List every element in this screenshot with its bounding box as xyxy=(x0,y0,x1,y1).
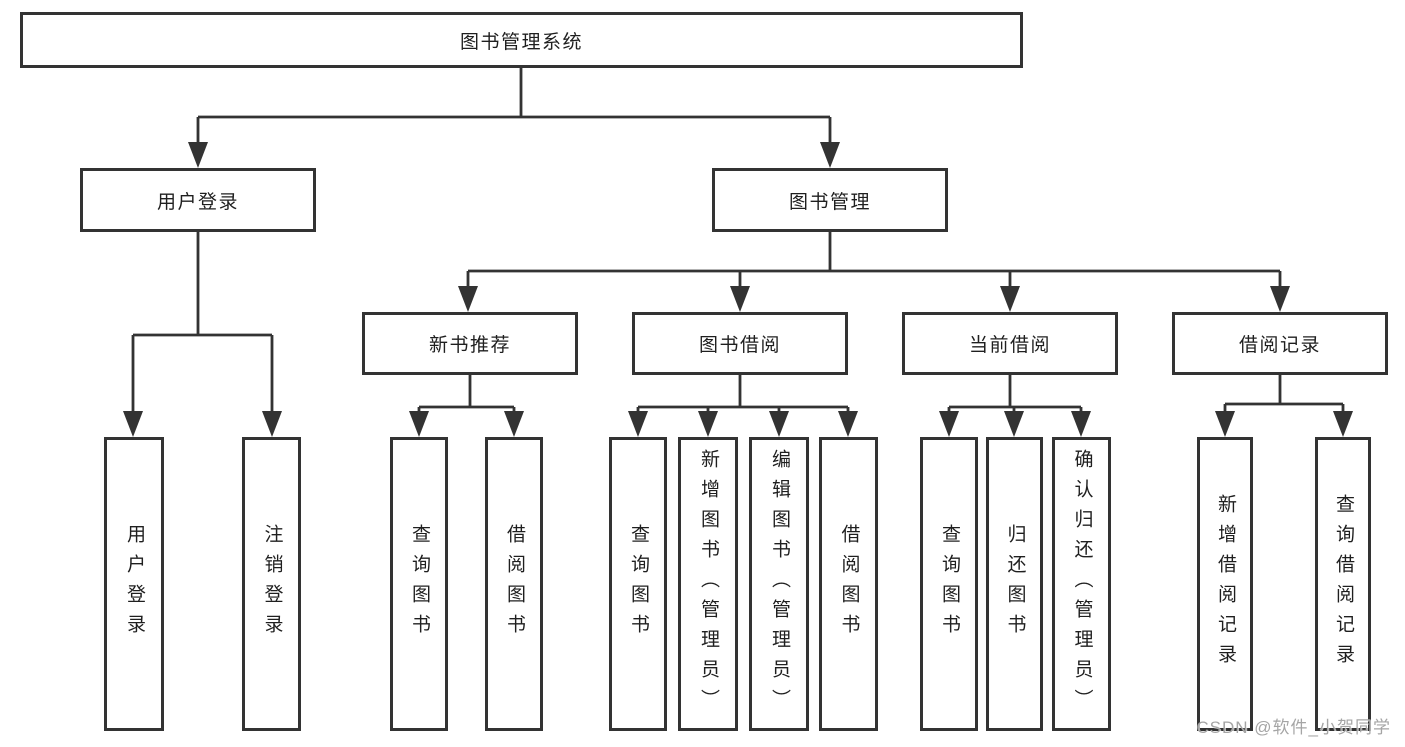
leaf-borrow-books-recommend-label: 借阅图书 xyxy=(503,524,525,644)
leaf-logout-label: 注销登录 xyxy=(261,524,283,644)
arrowhead-icon xyxy=(123,411,143,437)
leaf-borrow-books-label: 借阅图书 xyxy=(838,524,860,644)
leaf-query-books-recommend: 查询图书 xyxy=(390,437,448,731)
arrowhead-icon xyxy=(458,286,478,312)
arrowhead-icon xyxy=(1071,411,1091,437)
arrowhead-icon xyxy=(188,142,208,168)
arrowhead-icon xyxy=(1270,286,1290,312)
node-new-book-recommend: 新书推荐 xyxy=(362,312,578,375)
leaf-query-books-current-label: 查询图书 xyxy=(938,524,960,644)
arrowhead-icon xyxy=(820,142,840,168)
arrowhead-icon xyxy=(939,411,959,437)
leaf-add-borrow-record: 新增借阅记录 xyxy=(1197,437,1253,731)
leaf-query-books-borrowing: 查询图书 xyxy=(609,437,667,731)
arrowhead-icon xyxy=(504,411,524,437)
leaf-edit-books-admin: 编辑图书（管理员） xyxy=(749,437,809,731)
node-root-label: 图书管理系统 xyxy=(459,31,583,53)
leaf-query-borrow-record: 查询借阅记录 xyxy=(1315,437,1371,731)
leaf-borrow-books-recommend: 借阅图书 xyxy=(485,437,543,731)
arrowhead-icon xyxy=(409,411,429,437)
csdn-watermark: CSDN @软件_小贺同学 xyxy=(1196,718,1391,737)
arrowhead-icon xyxy=(769,411,789,437)
leaf-add-borrow-record-label: 新增借阅记录 xyxy=(1214,494,1236,674)
leaf-add-books-admin: 新增图书（管理员） xyxy=(678,437,738,731)
node-borrowing-records: 借阅记录 xyxy=(1172,312,1388,375)
leaf-return-books: 归还图书 xyxy=(986,437,1043,731)
leaf-user-login-label: 用户登录 xyxy=(123,524,145,644)
leaf-confirm-return-admin: 确认归还（管理员） xyxy=(1052,437,1111,731)
arrowhead-icon xyxy=(1333,411,1353,437)
leaf-return-books-label: 归还图书 xyxy=(1004,524,1026,644)
node-book-borrowing: 图书借阅 xyxy=(632,312,848,375)
arrowhead-icon xyxy=(1004,411,1024,437)
node-current-borrowing: 当前借阅 xyxy=(902,312,1118,375)
node-user-login: 用户登录 xyxy=(80,168,316,232)
arrowhead-icon xyxy=(262,411,282,437)
node-book-management: 图书管理 xyxy=(712,168,948,232)
node-book-borrowing-label: 图书借阅 xyxy=(698,335,781,356)
leaf-query-books-recommend-label: 查询图书 xyxy=(408,524,430,644)
node-current-borrowing-label: 当前借阅 xyxy=(968,335,1051,356)
leaf-confirm-return-admin-label: 确认归还（管理员） xyxy=(1071,449,1093,719)
leaf-logout: 注销登录 xyxy=(242,437,301,731)
leaf-query-books-current: 查询图书 xyxy=(920,437,978,731)
node-book-management-label: 图书管理 xyxy=(788,191,871,213)
arrowhead-icon xyxy=(838,411,858,437)
leaf-add-books-admin-label: 新增图书（管理员） xyxy=(697,449,719,719)
arrowhead-icon xyxy=(1000,286,1020,312)
node-user-login-label: 用户登录 xyxy=(156,191,239,213)
node-new-book-recommend-label: 新书推荐 xyxy=(428,335,511,356)
arrowhead-icon xyxy=(698,411,718,437)
node-root-system: 图书管理系统 xyxy=(20,12,1023,68)
arrowhead-icon xyxy=(1215,411,1235,437)
leaf-query-borrow-record-label: 查询借阅记录 xyxy=(1332,494,1354,674)
leaf-user-login: 用户登录 xyxy=(104,437,164,731)
arrowhead-icon xyxy=(730,286,750,312)
node-borrowing-records-label: 借阅记录 xyxy=(1238,335,1321,356)
leaf-edit-books-admin-label: 编辑图书（管理员） xyxy=(768,449,790,719)
leaf-query-books-borrowing-label: 查询图书 xyxy=(627,524,649,644)
leaf-borrow-books: 借阅图书 xyxy=(819,437,878,731)
arrowhead-icon xyxy=(628,411,648,437)
